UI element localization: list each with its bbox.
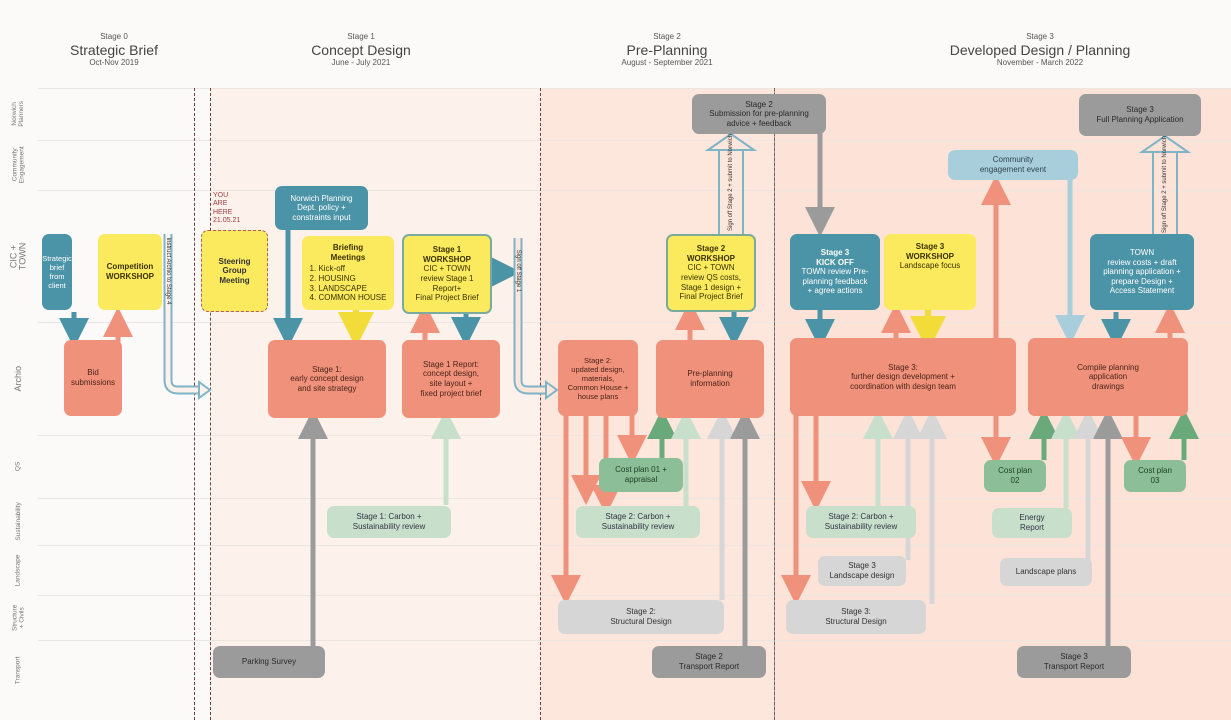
stage2-workshop-title: Stage 2 WORKSHOP	[687, 244, 735, 263]
stage3-further-design-box: Stage 3: further design development + co…	[790, 338, 1016, 416]
stage3-kickoff-body: TOWN review Pre- planning feedback + agr…	[801, 267, 869, 296]
parking-survey-box: Parking Survey	[213, 646, 325, 678]
briefing-title: Briefing Meetings	[330, 243, 366, 262]
stage-divider	[774, 88, 775, 720]
stage-divider	[540, 88, 541, 720]
lane-divider	[38, 595, 1231, 596]
lane-divider	[38, 640, 1231, 641]
signoff-stage3-label: Sign off Stage 2 + submit to Norwich CC	[1162, 125, 1168, 233]
stage1-early-concept-box: Stage 1: early concept design and site s…	[268, 340, 386, 418]
cost-plan-03-box: Cost plan 03	[1124, 460, 1186, 492]
lane-divider	[38, 88, 1231, 89]
stage0-header: Stage 0 Strategic Brief Oct-Nov 2019	[48, 32, 180, 67]
stage-date: August - September 2021	[621, 58, 713, 67]
stage3-header: Stage 3 Developed Design / Planning Nove…	[920, 32, 1160, 67]
stage3-carbon-box: Stage 2: Carbon + Sustainability review	[806, 506, 916, 538]
stage2-submission-title: Stage 2	[745, 99, 773, 109]
stage2-carbon-box: Stage 2: Carbon + Sustainability review	[576, 506, 700, 538]
compile-drawings-box: Compile planning application drawings	[1028, 338, 1188, 416]
cost-plan-02-box: Cost plan 02	[984, 460, 1046, 492]
stage-divider	[210, 88, 211, 720]
stage-number: Stage 2	[653, 32, 681, 41]
landscape-plans-box: Landscape plans	[1000, 558, 1092, 586]
stage3-full-title: Stage 3	[1126, 105, 1154, 115]
town-review-box: TOWN review costs + draft planning appli…	[1090, 234, 1194, 310]
stage3-workshop-box: Stage 3 WORKSHOP Landscape focus	[884, 234, 976, 310]
stage3-transport-box: Stage 3 Transport Report	[1017, 646, 1131, 678]
stage-name: Strategic Brief	[70, 42, 158, 58]
stage2-header: Stage 2 Pre-Planning August - September …	[567, 32, 767, 67]
lane-divider	[38, 140, 1231, 141]
stage3-kickoff-title: Stage 3 KICK OFF	[816, 248, 854, 267]
signoff-stage1-label: Sign off Stage 1	[515, 249, 521, 293]
stage-date: Oct-Nov 2019	[89, 58, 139, 67]
norwich-policy-box: Norwich Planning Dept. policy + constrai…	[275, 186, 368, 230]
stage-name: Developed Design / Planning	[949, 42, 1131, 58]
stage2-workshop-box: Stage 2 WORKSHOP CIC + TOWN review QS co…	[666, 234, 756, 312]
stage1-carbon-box: Stage 1: Carbon + Sustainability review	[327, 506, 451, 538]
stage3-workshop-title: Stage 3 WORKSHOP	[906, 242, 954, 261]
stage3-workshop-body: Landscape focus	[899, 261, 961, 271]
cost-plan-01-box: Cost plan 01 + appraisal	[599, 458, 683, 492]
stage-date: November - March 2022	[996, 58, 1084, 67]
stage3-full-body: Full Planning Application	[1096, 115, 1184, 124]
stage1-report-box: Stage 1 Report: concept design, site lay…	[402, 340, 500, 418]
stage3-landscape-box: Stage 3 Landscape design	[818, 556, 906, 586]
stage1-workshop-body: CIC + TOWN review Stage 1 Report+ Final …	[415, 264, 479, 303]
community-engagement-box: Community engagement event	[948, 150, 1078, 180]
stage-date: June - July 2021	[331, 58, 391, 67]
stage3-full-planning-box: Stage 3 Full Planning Application	[1079, 94, 1201, 136]
lane-divider	[38, 498, 1231, 499]
stage2-structural-box: Stage 2: Structural Design	[558, 600, 724, 634]
stage2-workshop-body: CIC + TOWN review QS costs, Stage 1 desi…	[679, 263, 743, 302]
lane-divider	[38, 545, 1231, 546]
signoff-stage2-label: Sign off Stage 2 + submit to Norwich CC	[728, 123, 734, 231]
lane-divider	[38, 190, 1231, 191]
stage2-updated-design-box: Stage 2: updated design, materials, Comm…	[558, 340, 638, 416]
strategic-brief-box: Strategic brief from client	[42, 234, 72, 310]
stage1-header: Stage 1 Concept Design June - July 2021	[261, 32, 461, 67]
stage1-workshop-box: Stage 1 WORKSHOP CIC + TOWN review Stage…	[402, 234, 492, 314]
stage3-structural-box: Stage 3: Structural Design	[786, 600, 926, 634]
steering-group-box: Steering Group Meeting	[201, 230, 268, 312]
stage-number: Stage 0	[100, 32, 128, 41]
stage3-kickoff-box: Stage 3 KICK OFF TOWN review Pre- planni…	[790, 234, 880, 310]
stage-name: Pre-Planning	[626, 42, 708, 58]
stage-name: Concept Design	[311, 42, 411, 58]
competition-workshop-box: Competition WORKSHOP	[98, 234, 162, 310]
stage2-submission-body: Submission for pre-planning advice + fee…	[709, 109, 809, 128]
bid-submissions-box: Bid submissions	[64, 340, 122, 416]
instruct-archio-label: Instruct Archio to Stage 4	[165, 237, 171, 305]
preplanning-info-box: Pre-planning information	[656, 340, 764, 418]
stage1-workshop-title: Stage 1 WORKSHOP	[423, 245, 471, 264]
briefing-meetings-box: Briefing Meetings 1. Kick-off 2. HOUSING…	[302, 236, 394, 310]
briefing-list: 1. Kick-off 2. HOUSING 3. LANDSCAPE 4. C…	[309, 264, 387, 303]
stage-number: Stage 1	[347, 32, 375, 41]
energy-report-box: Energy Report	[992, 508, 1072, 538]
you-are-here-marker: YOU ARE HERE 21.05.21	[213, 192, 241, 225]
stage2-submission-box: Stage 2 Submission for pre-planning advi…	[692, 94, 826, 134]
lane-divider	[38, 322, 1231, 323]
stage-divider	[194, 88, 195, 720]
stage-number: Stage 3	[1026, 32, 1054, 41]
stage2-transport-box: Stage 2 Transport Report	[652, 646, 766, 678]
